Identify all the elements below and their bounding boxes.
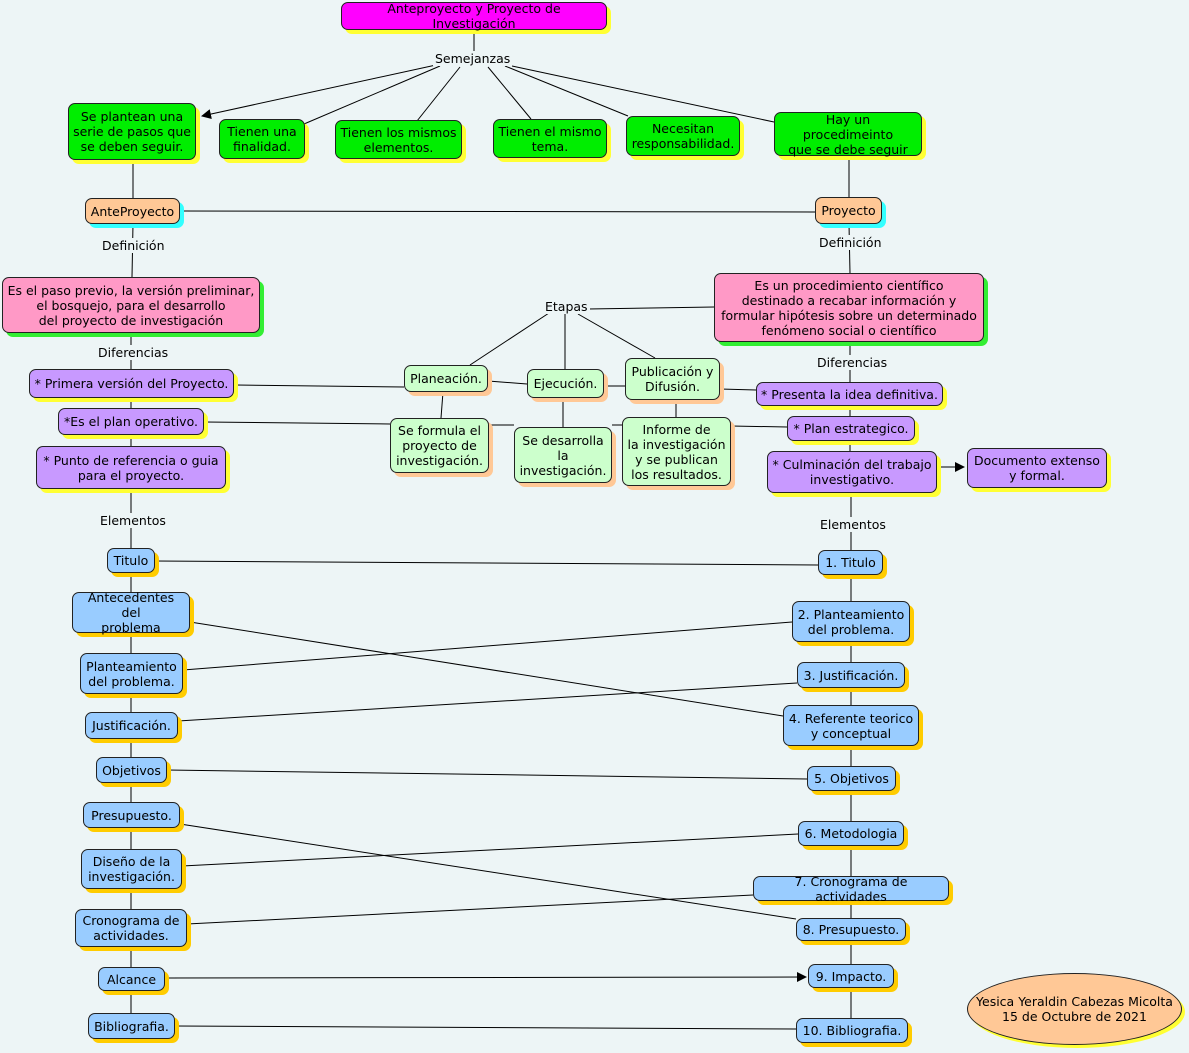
anteproyecto-definition[interactable]: Es el paso previo, la versión preliminar… bbox=[2, 277, 260, 333]
definicion-left-label: Definición bbox=[100, 238, 167, 253]
proy-elem-objetivos[interactable]: 5. Objetivos bbox=[807, 766, 896, 791]
semejanza-tema[interactable]: Tienen el mismo tema. bbox=[493, 119, 607, 158]
proy-elem-impacto[interactable]: 9. Impacto. bbox=[808, 964, 894, 988]
proy-elem-bibliografia[interactable]: 10. Bibliografia. bbox=[796, 1018, 908, 1043]
etapa-ejecucion[interactable]: Ejecución. bbox=[527, 369, 604, 398]
etapa-ejecucion-detail[interactable]: Se desarrolla la investigación. bbox=[514, 427, 612, 483]
diferencias-right-label: Diferencias bbox=[815, 355, 890, 370]
proyecto-diff-plan[interactable]: * Plan estrategico. bbox=[787, 416, 915, 441]
definicion-right-label: Definición bbox=[817, 235, 884, 250]
elementos-left-label: Elementos bbox=[98, 513, 168, 528]
author-ellipse[interactable]: Yesica Yeraldin Cabezas Micolta 15 de Oc… bbox=[967, 973, 1182, 1045]
semejanza-elementos[interactable]: Tienen los mismos elementos. bbox=[335, 120, 462, 159]
ante-elem-bibliografia[interactable]: Bibliografia. bbox=[88, 1013, 175, 1039]
ante-elem-antecedentes[interactable]: Antecedentes del problema bbox=[72, 590, 190, 635]
proy-elem-presupuesto[interactable]: 8. Presupuesto. bbox=[796, 918, 906, 941]
ante-elem-titulo[interactable]: Titulo bbox=[107, 548, 155, 573]
anteproyecto-diff-primera[interactable]: * Primera versión del Proyecto. bbox=[29, 369, 234, 398]
anteproyecto-node[interactable]: AnteProyecto bbox=[85, 198, 180, 224]
semejanza-pasos[interactable]: Se plantean una serie de pasos que se de… bbox=[68, 103, 196, 160]
etapa-publicacion-detail[interactable]: Informe de la investigación y se publica… bbox=[622, 417, 731, 486]
ante-elem-diseno[interactable]: Diseño de la investigación. bbox=[81, 849, 182, 889]
ante-elem-planteamiento[interactable]: Planteamiento del problema. bbox=[80, 653, 183, 694]
semejanza-finalidad[interactable]: Tienen una finalidad. bbox=[219, 119, 305, 159]
title-node[interactable]: Anteproyecto y Proyecto de Investigación bbox=[341, 1, 607, 31]
etapas-label: Etapas bbox=[543, 299, 590, 314]
semejanza-procedimiento[interactable]: Hay un procedimeinto que se debe seguir bbox=[774, 112, 922, 157]
ante-elem-cronograma[interactable]: Cronograma de actividades. bbox=[75, 909, 187, 947]
semejanzas-label: Semejanzas bbox=[433, 51, 513, 66]
ante-elem-justificacion[interactable]: Justificación. bbox=[85, 712, 178, 739]
semejanza-responsabilidad[interactable]: Necesitan responsabilidad. bbox=[626, 116, 740, 156]
proy-elem-justificacion[interactable]: 3. Justificación. bbox=[797, 662, 905, 688]
proyecto-diff-idea[interactable]: * Presenta la idea definitiva. bbox=[756, 382, 943, 406]
elementos-right-label: Elementos bbox=[818, 517, 888, 532]
etapa-publicacion[interactable]: Publicación y Difusión. bbox=[625, 358, 720, 400]
proy-elem-cronograma[interactable]: 7. Cronograma de actividades bbox=[753, 874, 949, 904]
proy-elem-metodologia[interactable]: 6. Metodologia bbox=[798, 821, 904, 846]
proyecto-diff-culminacion[interactable]: * Culminación del trabajo investigativo. bbox=[767, 451, 937, 493]
ante-elem-objetivos[interactable]: Objetivos bbox=[96, 757, 167, 783]
proyecto-node[interactable]: Proyecto bbox=[815, 197, 882, 224]
diferencias-left-label: Diferencias bbox=[96, 345, 171, 360]
etapa-planeacion[interactable]: Planeación. bbox=[404, 365, 488, 392]
anteproyecto-diff-plan[interactable]: *Es el plan operativo. bbox=[58, 408, 204, 435]
ante-elem-alcance[interactable]: Alcance bbox=[98, 967, 165, 991]
proy-elem-titulo[interactable]: 1. Titulo bbox=[818, 550, 883, 575]
etapa-planeacion-detail[interactable]: Se formula el proyecto de investigación. bbox=[390, 418, 489, 473]
proyecto-definition[interactable]: Es un procedimiento científico destinado… bbox=[714, 273, 984, 342]
proy-elem-planteamiento[interactable]: 2. Planteamiento del problema. bbox=[792, 601, 910, 642]
ante-elem-presupuesto[interactable]: Presupuesto. bbox=[83, 802, 180, 828]
proy-elem-referente[interactable]: 4. Referente teorico y conceptual bbox=[783, 705, 919, 746]
culminacion-detail[interactable]: Documento extenso y formal. bbox=[967, 448, 1107, 488]
anteproyecto-diff-referencia[interactable]: * Punto de referencia o guia para el pro… bbox=[36, 446, 226, 489]
